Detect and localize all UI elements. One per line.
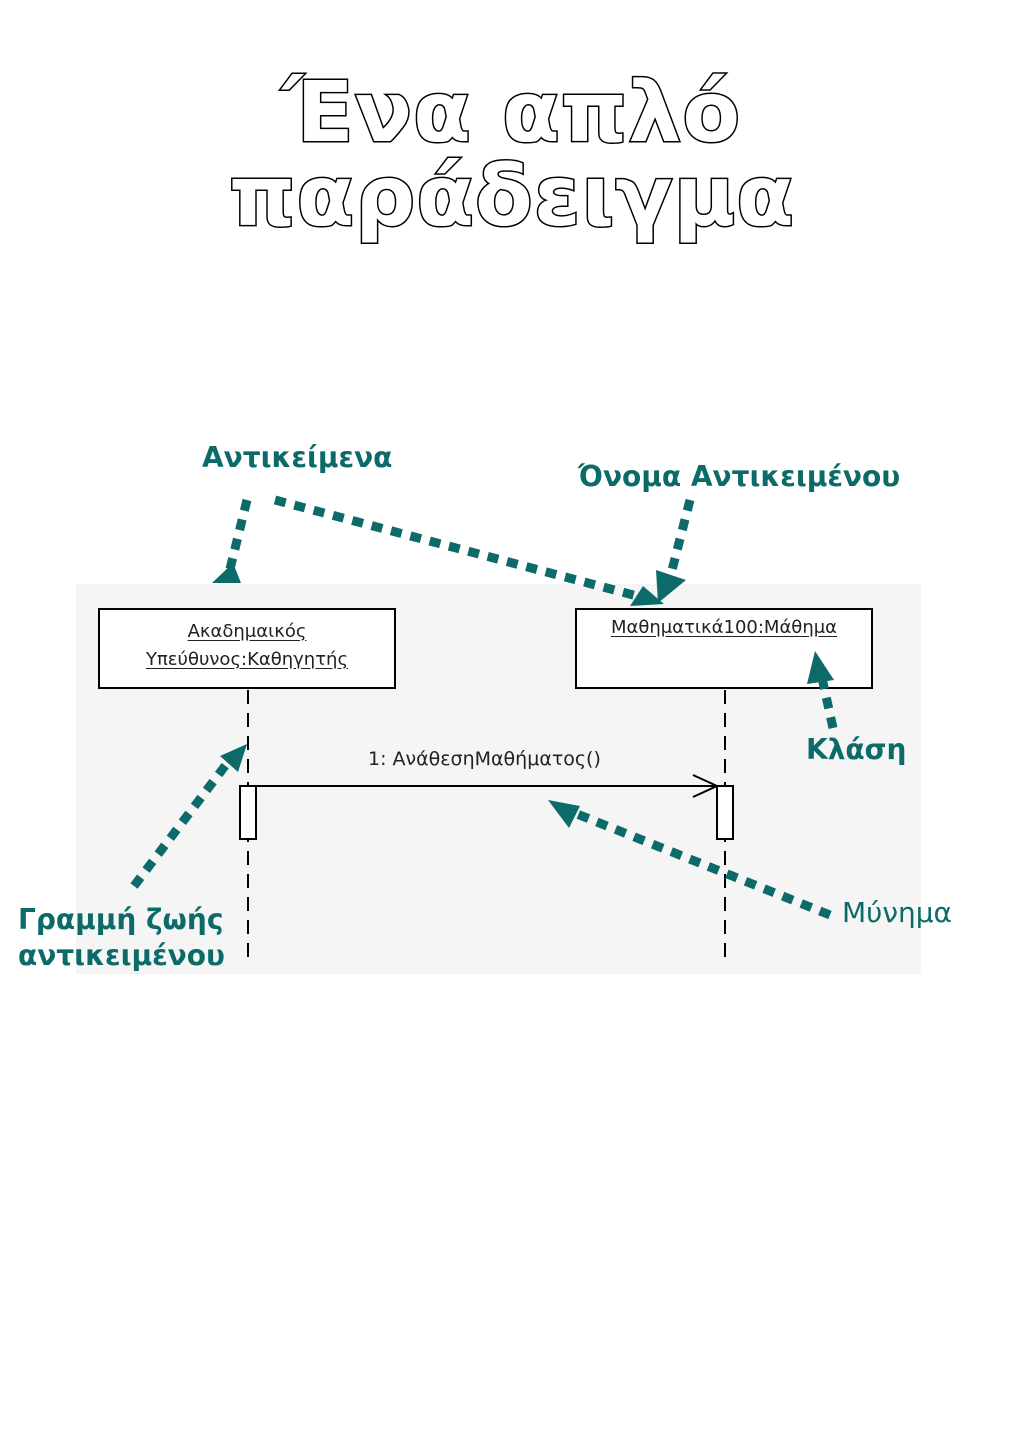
annotation-objects: Αντικείμενα [202,441,393,474]
activation-bar-course [716,785,734,840]
arrowhead-class [807,651,834,684]
arrowhead-object-name [656,570,686,603]
arrowhead-objects-right [630,586,664,606]
object-box-academic: Ακαδημαικός Υπεύθυνος:Καθηγητής [98,608,396,689]
object-name-line-1: Μαθηματικά100:Μάθημα [610,617,838,638]
activation-bar-academic [239,785,257,840]
message-arrowhead [692,774,720,798]
object-name-line-2: Υπεύθυνος:Καθηγητής [145,649,349,670]
arrow-objects-right [273,495,639,601]
annotation-lifeline-line-1: Γραμμή ζωής [18,903,224,936]
arrow-message [570,807,832,920]
arrowhead-message [548,800,580,828]
arrowhead-lifeline [220,744,247,772]
annotation-lifeline-line-2: αντικειμένου [18,939,225,972]
arrow-object-name [666,498,695,576]
arrow-lifeline [130,759,232,889]
arrow-class [817,677,838,729]
arrowhead-objects-left [212,563,241,583]
object-name-line-1: Ακαδημαικός [187,621,307,642]
message-label: 1: ΑνάθεσηΜαθήματος() [368,748,601,770]
arrow-objects-left [224,498,252,575]
annotation-message: Μύνημα [842,896,953,929]
annotation-object-name: Όνομα Αντικειμένου [578,460,901,493]
slide-title: Ένα απλό παράδειγμα [228,63,796,245]
annotation-class: Κλάση [806,733,907,766]
